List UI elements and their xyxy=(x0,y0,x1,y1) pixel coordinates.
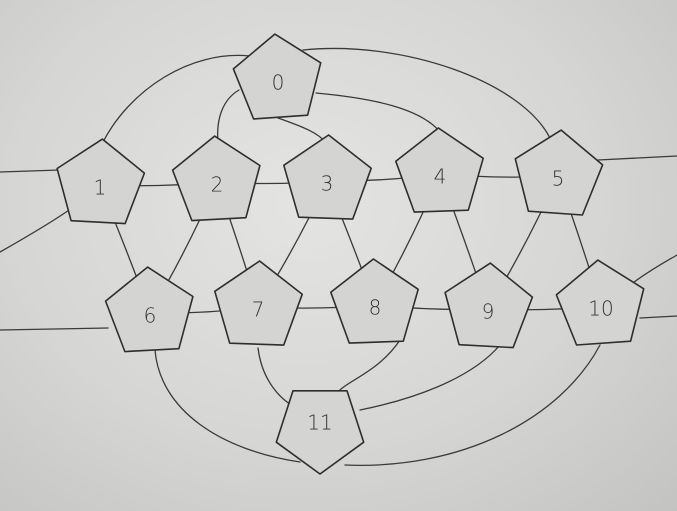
node-label-0: 0 xyxy=(272,71,285,95)
node-shape-6 xyxy=(104,266,194,353)
node-shape-3 xyxy=(282,134,373,220)
edge-n9-n11 xyxy=(359,344,501,411)
node-label-5: 5 xyxy=(552,167,565,191)
node-label-6: 6 xyxy=(144,304,157,328)
node-shape-1 xyxy=(56,138,146,225)
edge-n0-n4 xyxy=(315,92,444,137)
edge-n0-n1 xyxy=(102,54,251,143)
node-label-3: 3 xyxy=(321,172,334,196)
node-label-1: 1 xyxy=(94,176,107,200)
node-8: 8 xyxy=(329,258,420,344)
node-shape-4 xyxy=(394,127,485,213)
node-label-10: 10 xyxy=(588,297,613,321)
page-edge-line-0 xyxy=(0,169,61,173)
page-edge-line-2 xyxy=(0,207,73,253)
node-label-2: 2 xyxy=(211,173,224,197)
edge-n10-n11 xyxy=(344,344,601,466)
node-label-9: 9 xyxy=(482,300,495,324)
edge-n6-n11 xyxy=(154,349,301,463)
node-6: 6 xyxy=(104,266,194,353)
node-3: 3 xyxy=(282,134,373,220)
node-9: 9 xyxy=(444,262,534,349)
node-10: 10 xyxy=(555,259,645,346)
node-layer: 0 1 2 3 4 5 6 7 8 9 10 11 xyxy=(56,33,645,475)
page-edge-line-3 xyxy=(0,327,109,331)
node-11: 11 xyxy=(275,389,365,475)
edge-n0-n2 xyxy=(216,89,240,144)
node-4: 4 xyxy=(394,127,485,213)
node-shape-0 xyxy=(232,33,322,120)
node-shape-2 xyxy=(171,135,261,222)
edge-n8-n11 xyxy=(339,339,401,391)
edge-n0-n5 xyxy=(302,47,551,139)
node-label-7: 7 xyxy=(252,298,265,322)
node-5: 5 xyxy=(514,129,604,216)
node-shape-5 xyxy=(514,129,604,216)
node-label-11: 11 xyxy=(307,411,332,435)
node-shape-9 xyxy=(444,262,534,349)
node-2: 2 xyxy=(171,135,261,222)
node-shape-7 xyxy=(214,260,304,346)
edge-n0-n3 xyxy=(277,117,327,144)
node-shape-11 xyxy=(275,389,365,475)
node-1: 1 xyxy=(56,138,146,225)
node-shape-10 xyxy=(555,259,645,346)
node-shape-8 xyxy=(329,258,420,344)
node-label-4: 4 xyxy=(434,165,447,189)
page-edge-line-5 xyxy=(629,254,677,286)
page-edge-line-1 xyxy=(597,155,677,161)
node-7: 7 xyxy=(214,260,304,346)
node-0: 0 xyxy=(232,33,322,120)
node-label-8: 8 xyxy=(369,296,382,320)
page-edge-line-4 xyxy=(639,315,677,319)
